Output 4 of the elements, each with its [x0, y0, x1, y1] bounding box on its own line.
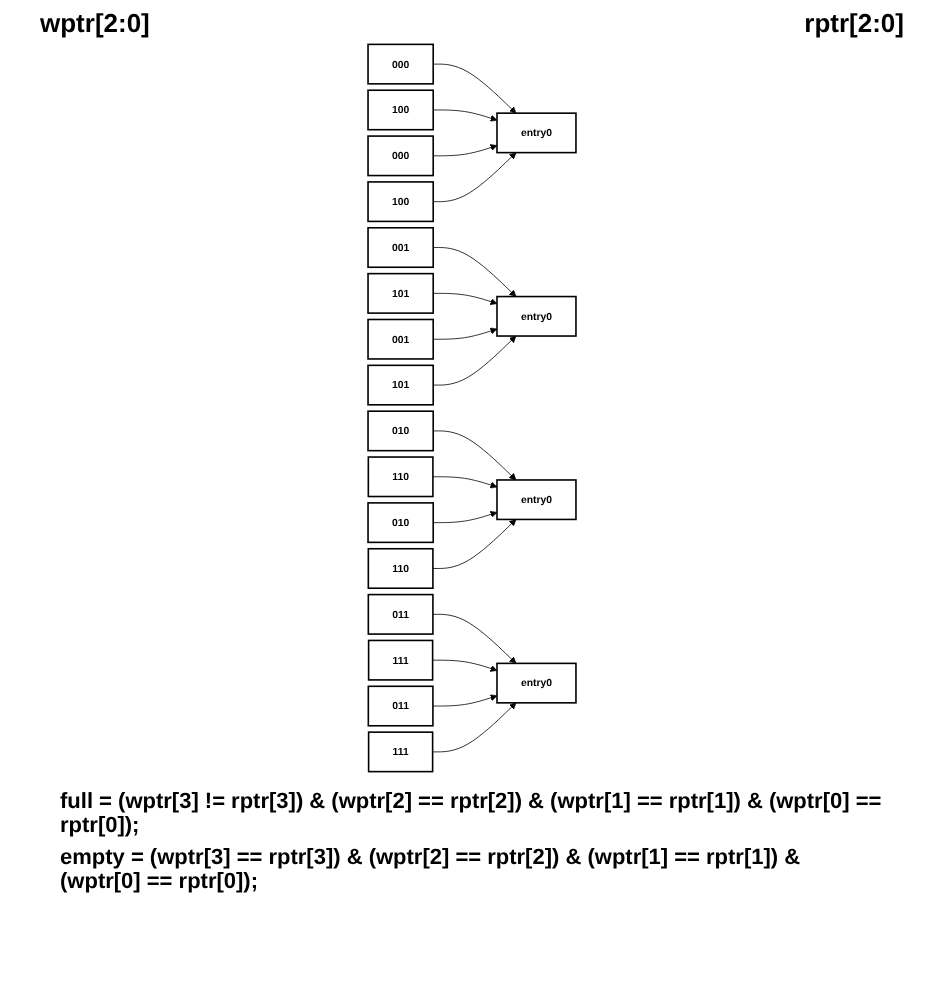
logic-equation: empty = (wptr[3] == rptr[3]) & (wptr[2] == rptr[2]) & (wptr[1] == rptr[1]) & (wptr[0] == rptr[0]); [60, 846, 803, 894]
column-heading: rptr[2:0] [804, 8, 904, 38]
column-heading: wptr[2:0] [40, 8, 150, 38]
logic-equation: full = (wptr[3] != rptr[3]) & (wptr[2] == rptr[2]) & (wptr[1] == rptr[1]) & (wptr[0] == rptr[0]); [60, 790, 884, 838]
